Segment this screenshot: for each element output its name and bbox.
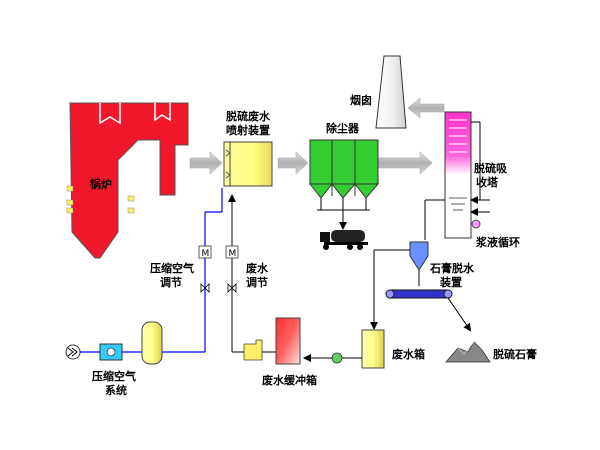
gypsum-product-label: 脱硫石膏 [493,347,537,361]
waste-water-line: M 废水 调节 [225,194,269,353]
air-receiver-tank [141,321,163,365]
air-reg-label-line2: 调节 [160,275,182,289]
precipitator-label: 除尘器 [326,121,360,135]
air-reg-label-line1: 压缩空气 [150,261,194,275]
gypsum-label-line1: 石膏脱水 [429,261,475,275]
air-meter-symbol: M [202,249,210,259]
arrow-precipitator-to-tower [377,151,433,175]
air-system-label-line2: 系统 [105,383,127,397]
water-reg-label-line2: 调节 [246,275,268,289]
gypsum-dewatering: 石膏脱水 装置 [370,199,475,332]
buffer-tank-label: 废水缓冲箱 [262,373,317,387]
air-valve-icon [200,283,210,293]
water-reg-label-line1: 废水 [246,261,269,275]
spray-device: 脱硫废水 喷射装置 [223,109,273,187]
electrostatic-precipitator: 除尘器 [308,121,380,230]
arrow-spray-to-precipitator [277,151,309,175]
air-meter-icon [198,245,212,259]
gypsum-pile: 脱硫石膏 [445,341,537,363]
arrow-tower-to-chimney [407,97,445,119]
boiler: 锅炉 [66,102,189,259]
tower-label-line2: 收塔 [476,175,499,189]
tower-label-line1: 脱硫吸 [474,161,508,175]
spray-label-line2: 喷射装置 [226,123,270,137]
air-compressor-system: 压缩空气 系统 [65,343,142,397]
transfer-pump [303,352,362,364]
spray-label-line1: 脱硫废水 [226,109,271,123]
gypsum-label-line2: 装置 [439,275,462,289]
arrow-boiler-to-spray [189,151,223,175]
air-system-label-line1: 压缩空气 [92,369,136,383]
pump-icon [331,352,343,364]
flue-flow-arrows [189,97,445,175]
water-meter-icon [225,245,239,259]
chimney: 烟囱 [350,55,407,129]
water-valve-icon [227,283,237,293]
absorber-tower: 脱硫吸 收塔 浆液循环 [444,111,520,249]
buffer-pump [243,339,276,361]
waste-water-tank: 废水箱 [361,329,425,369]
water-meter-symbol: M [229,249,237,259]
compressed-air-line: M 压缩空气 调节 [150,188,223,353]
chimney-label: 烟囱 [350,93,372,107]
slurry-pump-icon [471,219,481,229]
boiler-label: 锅炉 [90,177,112,191]
slurry-loop-label: 浆液循环 [476,235,520,249]
waste-tank-label: 废水箱 [392,347,425,361]
belt-filter [385,289,453,299]
ash-truck [320,230,368,250]
buffer-tank: 废水缓冲箱 [262,317,317,387]
